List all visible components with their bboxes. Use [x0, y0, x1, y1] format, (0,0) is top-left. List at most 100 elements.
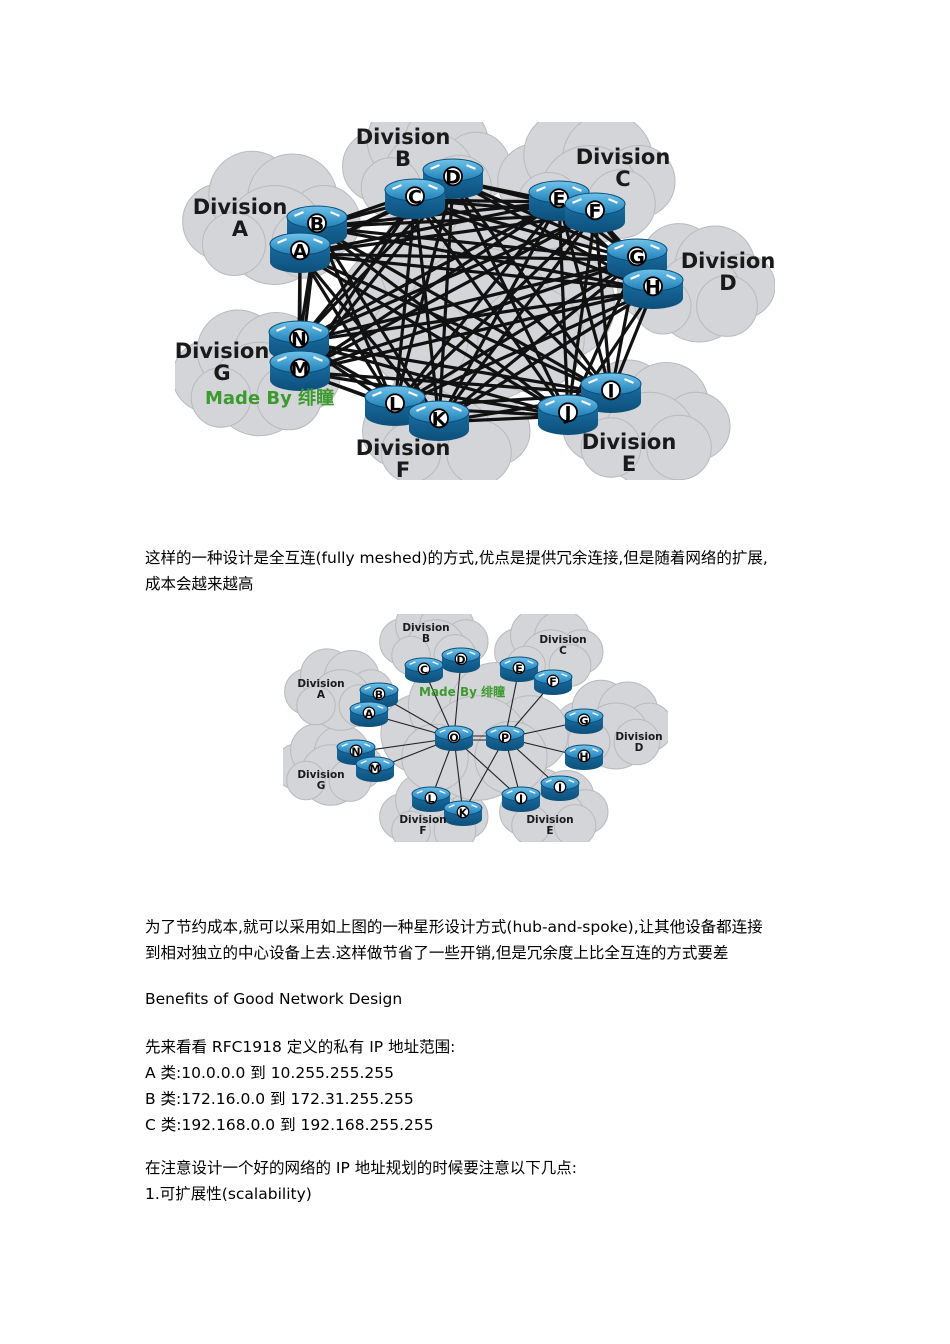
mesh-link [393, 179, 455, 408]
router-letter: K [432, 408, 448, 430]
spoke-link [453, 659, 462, 739]
svg-text:B: B [395, 147, 411, 171]
mesh-link [297, 198, 417, 344]
mesh-link [394, 288, 654, 409]
paragraph-line: 到相对独立的中心设备上去.这样做节省了一些开销,但是冗余度上比全互连的方式要差 [145, 944, 729, 962]
svg-text:Division: Division [615, 731, 662, 743]
paragraph-full-mesh: 这样的一种设计是全互连(fully meshed)的方式,优点是提供冗余连接,但… [145, 545, 768, 597]
router-a-icon: A [349, 701, 389, 727]
class-b-range: B 类:172.16.0.0 到 172.31.255.255 [145, 1090, 414, 1108]
svg-text:Division: Division [297, 678, 344, 690]
svg-text:D: D [635, 742, 644, 754]
svg-text:G: G [317, 780, 326, 792]
mesh-link [557, 201, 570, 417]
svg-text:A: A [232, 217, 249, 241]
router-c-icon: C [384, 178, 446, 219]
router-j-icon: J [537, 394, 599, 435]
rfc-intro: 先来看看 RFC1918 定义的私有 IP 地址范围: [145, 1038, 456, 1056]
router-letter: G [629, 246, 645, 268]
router-letter: G [579, 714, 588, 727]
paragraph-hub-spoke: 为了节约成本,就可以采用如上图的一种星形设计方式(hub-and-spoke),… [145, 914, 763, 966]
router-letter: M [291, 358, 310, 380]
router-letter: N [291, 328, 307, 350]
svg-text:Division: Division [539, 634, 586, 646]
paragraph-line: 为了节约成本,就可以采用如上图的一种星形设计方式(hub-and-spoke),… [145, 918, 763, 936]
mesh-link [393, 201, 561, 408]
router-letter: F [589, 200, 602, 222]
router-letter: O [449, 731, 458, 744]
svg-text:C: C [559, 645, 567, 657]
section-heading: Benefits of Good Network Design [145, 990, 403, 1008]
mesh-link [298, 340, 612, 396]
router-d-icon: D [441, 647, 481, 673]
router-letter: H [645, 276, 661, 298]
svg-text:Division: Division [681, 249, 775, 273]
router-k-icon: K [408, 400, 470, 441]
paragraph-line: 成本会越来越高 [145, 575, 254, 593]
router-letter: I [607, 380, 614, 402]
svg-text:A: A [317, 689, 326, 701]
svg-text:B: B [422, 633, 430, 645]
svg-text:Division: Division [576, 145, 671, 169]
rfc1918-block: 先来看看 RFC1918 定义的私有 IP 地址范围: A 类:10.0.0.0… [145, 1034, 455, 1138]
router-letter: E [553, 188, 566, 210]
router-letter: C [420, 663, 428, 676]
router-f-icon: F [564, 192, 626, 233]
router-c-icon: C [404, 657, 444, 683]
mesh-link [299, 370, 612, 396]
mesh-link [566, 213, 597, 417]
router-a-icon: A [269, 232, 331, 273]
watermark: Made By 绯瞳 [205, 387, 334, 409]
mesh-link [298, 340, 569, 418]
router-f-icon: F [533, 669, 573, 695]
router-letter: N [351, 745, 360, 758]
mesh-link [316, 225, 638, 262]
svg-text:Division: Division [399, 814, 446, 826]
router-letter: A [365, 707, 374, 720]
svg-text:G: G [213, 361, 230, 385]
class-a-range: A 类:10.0.0.0 到 10.255.255.255 [145, 1064, 394, 1082]
router-letter: M [370, 762, 381, 775]
svg-text:Division: Division [402, 622, 449, 634]
mesh-link [298, 200, 560, 344]
svg-text:Division: Division [356, 125, 451, 149]
router-b-icon: B [359, 682, 399, 708]
router-letter: L [389, 393, 401, 415]
svg-text:F: F [396, 458, 410, 480]
router-h-icon: H [564, 744, 604, 770]
mesh-link [413, 198, 613, 396]
router-letter: K [459, 806, 468, 819]
router-letter: J [562, 402, 571, 424]
router-letter: L [427, 792, 434, 805]
design-notes: 在注意设计一个好的网络的 IP 地址规划的时候要注意以下几点: 1.可扩展性(s… [145, 1155, 577, 1207]
router-letter: D [445, 166, 461, 188]
paragraph-line: 这样的一种设计是全互连(fully meshed)的方式,优点是提供冗余连接,但… [145, 549, 768, 567]
router-k-icon: K [443, 800, 483, 826]
router-e-icon: E [499, 656, 539, 682]
class-c-range: C 类:192.168.0.0 到 192.168.255.255 [145, 1116, 434, 1134]
router-h-icon: H [622, 268, 684, 309]
router-g-icon: G [564, 708, 604, 734]
mesh-link [393, 212, 597, 409]
mesh-link [316, 225, 612, 396]
svg-text:Division: Division [356, 436, 451, 460]
router-letter: F [549, 675, 557, 688]
router-n-icon: N [336, 739, 376, 765]
mesh-link [299, 212, 596, 374]
router-letter: J [518, 792, 523, 805]
